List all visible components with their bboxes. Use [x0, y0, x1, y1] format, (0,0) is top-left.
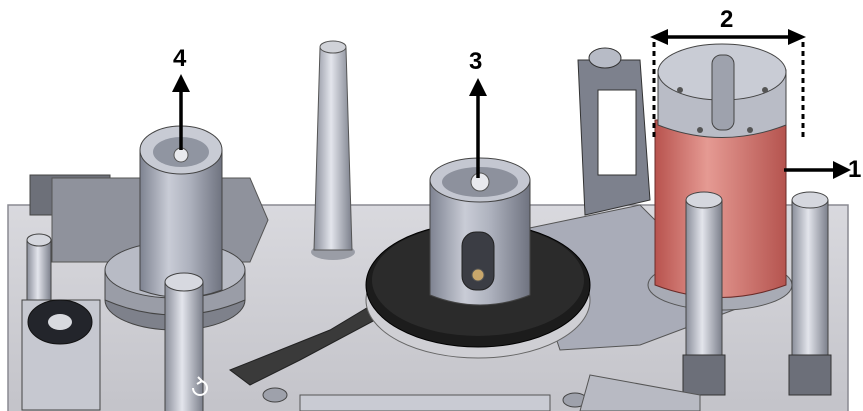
- arrowhead-2-right: [788, 29, 806, 45]
- callout-label-4: 4: [173, 45, 187, 72]
- tall-post: [311, 40, 355, 260]
- arrowhead-2-left: [650, 29, 668, 45]
- arrowhead-1: [833, 161, 851, 179]
- bottom-parts: [262, 374, 701, 411]
- bracket: [577, 47, 651, 216]
- roller-3: [429, 157, 531, 306]
- arrowhead-4: [172, 74, 190, 92]
- callout-label-2: 2: [720, 6, 734, 33]
- arrowhead-3: [469, 78, 487, 96]
- callout-arrows: [172, 29, 851, 179]
- front-left-posts: [21, 233, 204, 411]
- callout-label-1: 1: [848, 156, 862, 183]
- rotate-arrow-icon: [192, 376, 208, 396]
- callout-label-3: 3: [469, 48, 483, 75]
- front-right-posts: [682, 191, 832, 396]
